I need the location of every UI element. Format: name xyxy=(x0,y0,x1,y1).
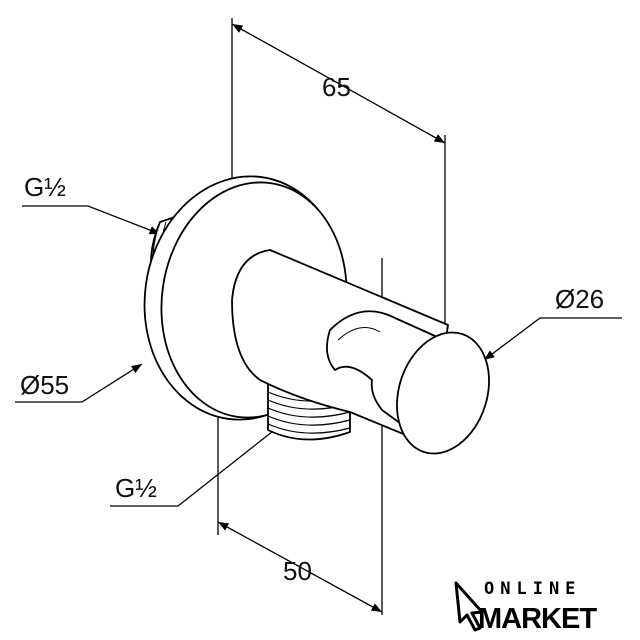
cursor-icon xyxy=(454,581,484,632)
leader-inlet-thread xyxy=(22,205,161,235)
logo-line1: ONLINE xyxy=(484,579,581,599)
dimension-line-50 xyxy=(217,521,383,613)
dimension-line-65 xyxy=(231,23,446,144)
holder-cap xyxy=(396,331,490,455)
flange-diameter-label: Ø55 xyxy=(20,370,69,400)
wall-outlet-part xyxy=(143,175,490,455)
outlet-thread-label: G½ xyxy=(115,473,157,503)
leader-holder-diameter xyxy=(483,317,622,361)
leader-outlet-thread xyxy=(110,423,283,507)
leader-flange-diameter xyxy=(15,363,143,403)
holder-diameter-label: Ø26 xyxy=(555,284,604,314)
dimension-65-label: 65 xyxy=(322,72,351,102)
dimension-50-label: 50 xyxy=(283,556,312,586)
logo-line2: MARKET xyxy=(478,603,597,635)
inlet-thread-label: G½ xyxy=(24,172,66,202)
online-market-logo: ONLINE MARKET xyxy=(454,579,598,635)
